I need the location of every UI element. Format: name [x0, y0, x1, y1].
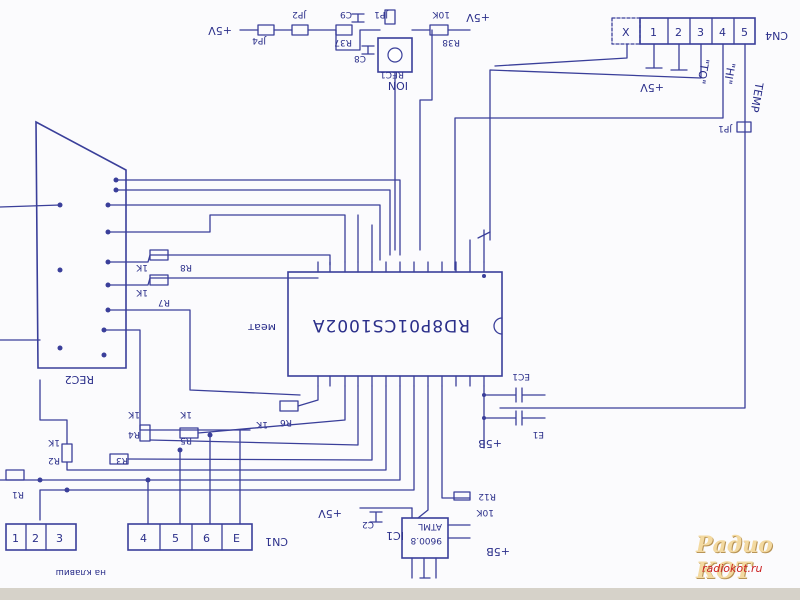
r4-label: R4: [128, 429, 140, 439]
cn1-pin-6: 6: [203, 532, 210, 545]
ten-k-label: 10K: [476, 507, 494, 517]
r38-label: R38: [442, 37, 460, 47]
top-plus5v-left: +5V: [208, 24, 232, 37]
left-pin-1: 1: [12, 532, 19, 545]
jp2-label: JP2: [292, 9, 307, 19]
book-edge: [0, 588, 800, 600]
c9-label: C9: [340, 9, 352, 19]
r2-label: R2: [48, 455, 60, 465]
cn1-pin-4: 4: [140, 532, 147, 545]
cn4-pin-x: X: [622, 26, 630, 39]
watermark-title: Радио КОТ: [696, 532, 773, 584]
cn4-pin-5: 5: [741, 26, 748, 39]
chip-pins-bottom: [317, 375, 485, 387]
chip-label: RD8P01CS1002A: [312, 315, 470, 335]
r2-val: 1K: [47, 437, 60, 447]
cn4-pin-4: 4: [719, 26, 726, 39]
left-note: на клавиш: [56, 567, 106, 577]
chip-suffix: меат: [247, 321, 276, 334]
r8-val: 1K: [135, 262, 148, 272]
watermark-url: radiokot.ru: [702, 562, 763, 575]
c8-label: C8: [354, 53, 366, 63]
ic1-plus5v: +5V: [318, 507, 342, 520]
connector-cn4: X 1 2 3 4 5 CN4: [611, 17, 788, 45]
ic1-part2: 9600.8: [410, 535, 442, 545]
r8-label: R8: [180, 262, 192, 272]
r6-label: R6: [280, 417, 292, 427]
rec1-label: REC1: [380, 69, 404, 79]
c2-label: C2: [362, 519, 374, 529]
chip-plus5b: +5В: [478, 437, 502, 450]
r5-label: R5: [180, 435, 192, 445]
left-pin-2: 2: [32, 532, 39, 545]
r37-label: R37: [334, 37, 352, 47]
cn4-plus5v: +5V: [640, 81, 664, 94]
rec2-label: REC2: [65, 373, 94, 386]
cn1-label: CN1: [265, 535, 288, 548]
cn4-pin-2: 2: [675, 26, 682, 39]
r38-val: 10K: [432, 9, 450, 19]
r3-label: R3: [116, 455, 128, 465]
cn4-pin-3: 3: [697, 26, 704, 39]
main-chip: RD8P01CS1002A меат: [247, 271, 503, 377]
ic1: ATML 9600.8 IC1: [386, 507, 471, 579]
ion-label: ION: [388, 79, 408, 92]
r12-label: R12: [478, 491, 496, 501]
ic1-label: IC1: [386, 529, 404, 542]
jp4-label: JP4: [252, 35, 267, 45]
top-plus5v-right: +5V: [466, 11, 490, 24]
signal-hi: "HI": [721, 62, 738, 86]
left-pin-3: 3: [56, 532, 63, 545]
top-power-chain: +5V JP4 JP2 C9 R37 C8 JP1 ION REC1 10K R…: [208, 9, 490, 92]
e1-label: E1: [533, 429, 544, 439]
cn4-pin-1: 1: [650, 26, 657, 39]
jp3-label: JP1: [374, 9, 389, 19]
ec1-label: EC1: [512, 371, 530, 381]
radiokot-watermark: Радио КОТ radiokot.ru: [696, 532, 788, 584]
display-rec2: REC2: [0, 120, 127, 386]
connector-left: 1 2 3 на клавиш: [5, 523, 106, 577]
r7-label: R7: [158, 297, 170, 307]
r4-val: 1K: [127, 409, 140, 419]
cn1-pin-5: 5: [172, 532, 179, 545]
signal-to: "ТO": [694, 58, 711, 85]
ic1-part: ATML: [418, 521, 442, 531]
signal-temp: ТЕМР: [748, 81, 766, 114]
connector-cn1: 4 5 6 E CN1: [127, 523, 288, 551]
chip-pins-top: [317, 261, 485, 273]
r7-val: 1K: [135, 287, 148, 297]
r5-val: 1K: [179, 409, 192, 419]
cn1-pin-e: E: [233, 532, 240, 545]
jp1-label: JP1: [718, 123, 733, 133]
cn4-label: CN4: [765, 29, 788, 42]
ic1-plus5b: +5В: [486, 545, 510, 558]
r6-val: 1K: [255, 419, 268, 429]
r1-label: R1: [12, 489, 24, 499]
